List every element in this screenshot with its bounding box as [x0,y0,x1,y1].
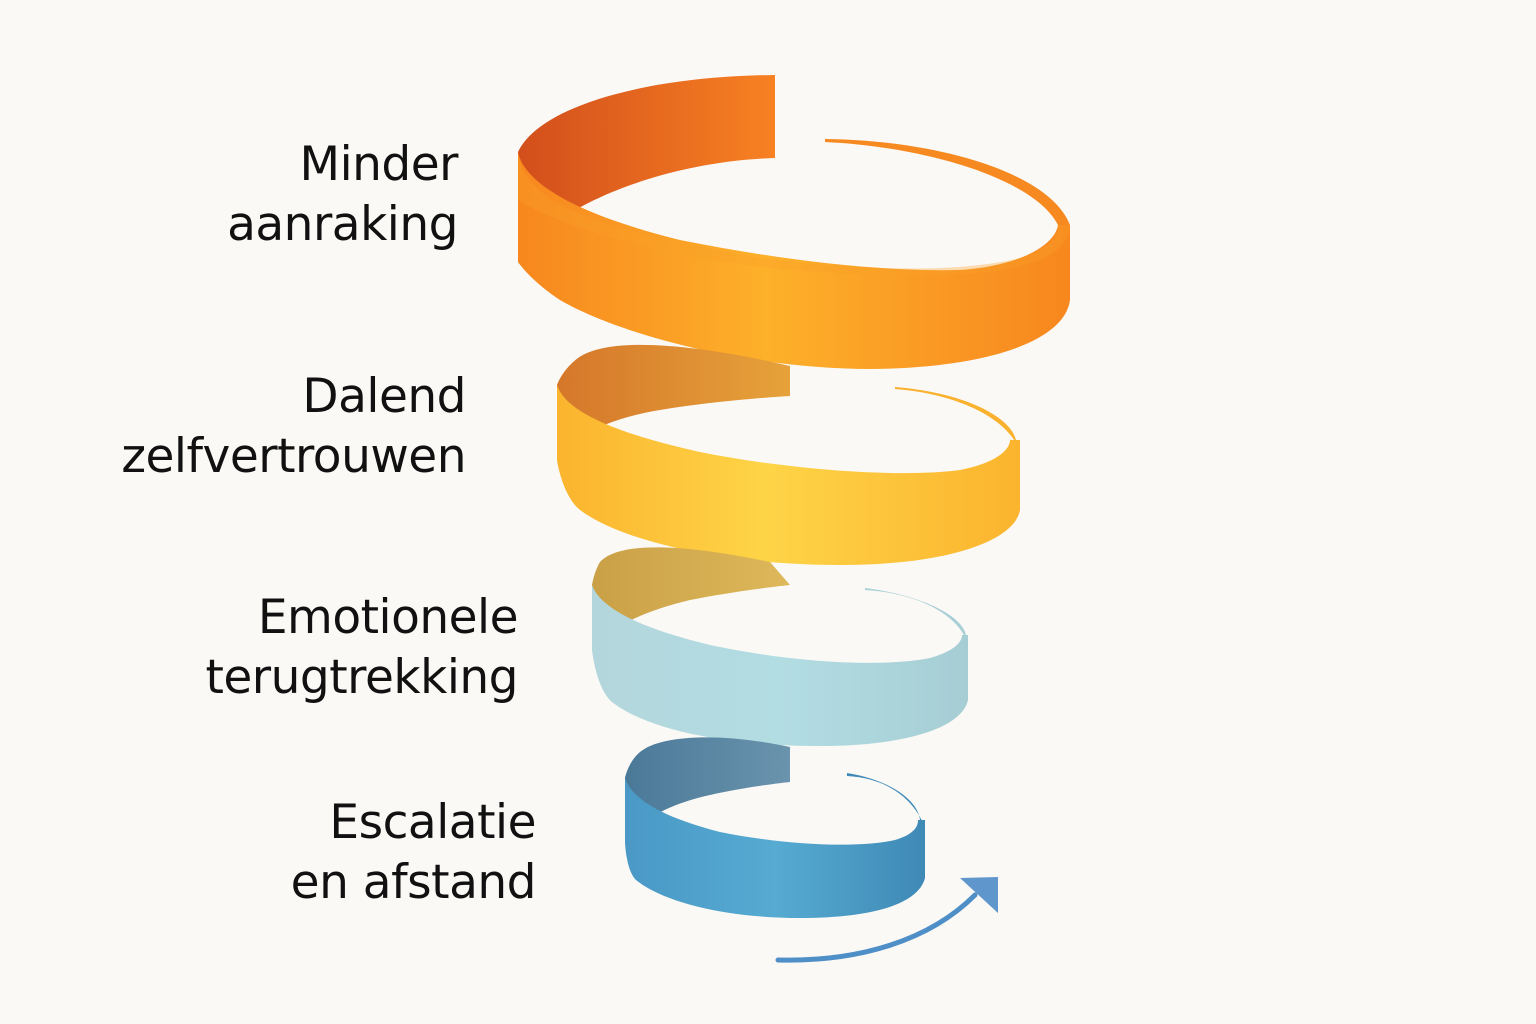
stage-3-label-line-1: Emotionele [257,590,519,645]
stage-3-label: Emotionele terugtrekking [205,588,518,708]
stage-2-label-line-1: Dalend [302,369,466,424]
stage-3-label-line-2: terugtrekking [205,650,518,705]
ring-stage-2 [557,344,1020,565]
stage-1-label-line-2: aanraking [227,197,458,252]
arrow-icon [775,877,998,963]
stage-1-label-line-1: Minder [299,137,459,192]
stage-4-label-line-1: Escalatie [329,795,536,850]
stage-2-label-line-2: zelfvertrouwen [121,429,466,484]
stage-1-label: Minder aanraking [227,135,458,255]
stage-4-label-line-2: en afstand [290,855,537,910]
ring-stage-1 [518,75,1070,369]
stage-2-label: Dalend zelfvertrouwen [121,367,466,487]
stage-4-label: Escalatie en afstand [290,793,537,913]
ring-stage-3 [592,547,968,746]
ring-stage-4 [625,737,925,918]
